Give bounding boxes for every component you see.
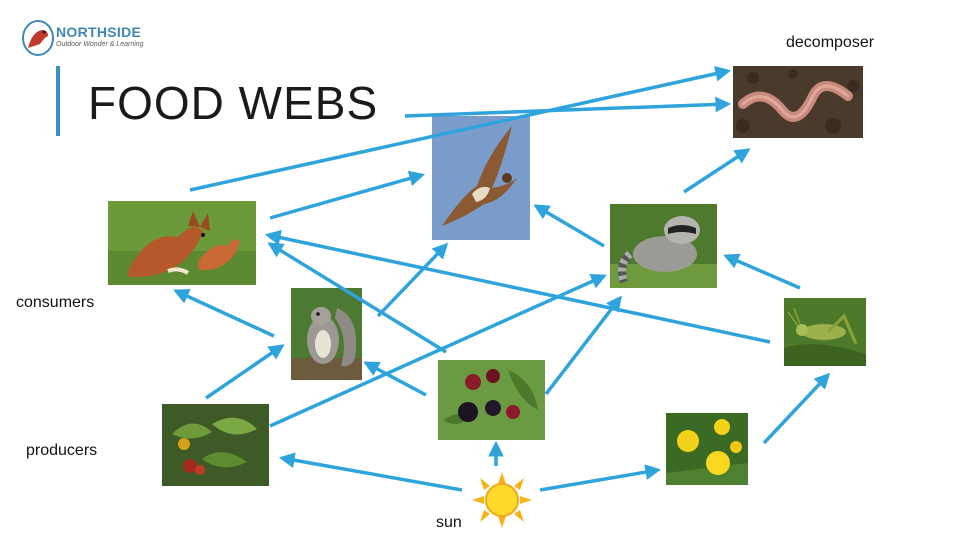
arrow-sun-to-oak — [282, 458, 462, 490]
arrow-grasshopper-to-raccoon — [726, 256, 800, 288]
arrow-berries-to-raccoon — [546, 298, 620, 394]
arrow-sun-to-dandelions — [540, 470, 658, 490]
arrow-squirrel-to-hawk — [378, 245, 446, 316]
arrow-foxes-to-worm — [190, 71, 728, 190]
arrow-foxes-to-hawk — [270, 175, 422, 218]
arrow-oak-to-squirrel — [206, 346, 282, 398]
arrow-berries-to-foxes — [270, 244, 446, 352]
arrow-squirrel-to-consumers — [176, 291, 274, 336]
arrow-raccoon-to-worm — [684, 150, 748, 192]
arrow-raccoon-to-hawk — [536, 206, 604, 246]
arrow-dandelions-to-grasshopper — [764, 375, 828, 443]
arrow-oak-to-raccoon — [270, 276, 604, 426]
